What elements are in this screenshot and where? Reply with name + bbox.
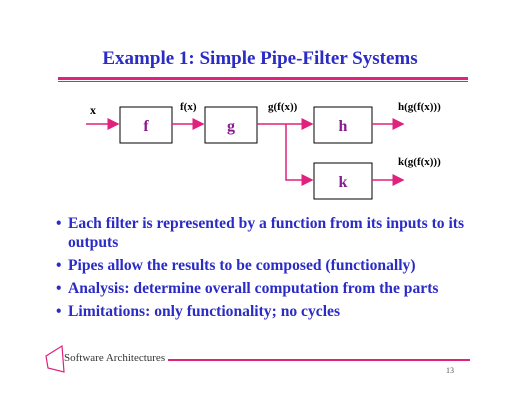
filter-k-label: k <box>339 174 348 191</box>
bullet-item: •Pipes allow the results to be composed … <box>56 257 416 274</box>
title-underline-thin <box>58 81 468 82</box>
bullet-list: •Each filter is represented by a functio… <box>56 214 496 325</box>
filter-k-box <box>313 162 373 200</box>
input-label: x <box>90 103 96 117</box>
pipe-label-hgfx: h(g(f(x))) <box>398 101 441 113</box>
title-underline <box>58 77 468 80</box>
pipe-label-fx: f(x) <box>180 101 197 113</box>
pipe-filter-diagram: x f f(x) g g(f(x)) h h(g(f(x))) k k(g(f(… <box>86 101 441 200</box>
footer-label: Software Architectures <box>64 352 166 364</box>
footer-rule <box>168 359 470 361</box>
filter-f-box <box>119 106 173 144</box>
filter-h-box <box>313 106 373 144</box>
pipe-label-kgfx: k(g(f(x))) <box>398 156 441 168</box>
filter-g-label: g <box>227 118 235 135</box>
filter-f-label: f <box>143 118 149 135</box>
footer-logo-icon <box>45 344 65 373</box>
slide-title: Example 1: Simple Pipe-Filter Systems <box>102 48 418 69</box>
filter-h-label: h <box>339 118 348 135</box>
bullet-item: •Each filter is represented by a functio… <box>56 215 465 251</box>
page-number: 13 <box>446 366 454 375</box>
pipe-g-to-k <box>285 124 314 186</box>
bullet-item: •Analysis: determine overall computation… <box>56 280 439 297</box>
bullet-item: •Limitations: only functionality; no cyc… <box>56 303 341 320</box>
pipe-label-gfx: g(f(x)) <box>268 101 298 113</box>
filter-g-box <box>204 106 258 144</box>
